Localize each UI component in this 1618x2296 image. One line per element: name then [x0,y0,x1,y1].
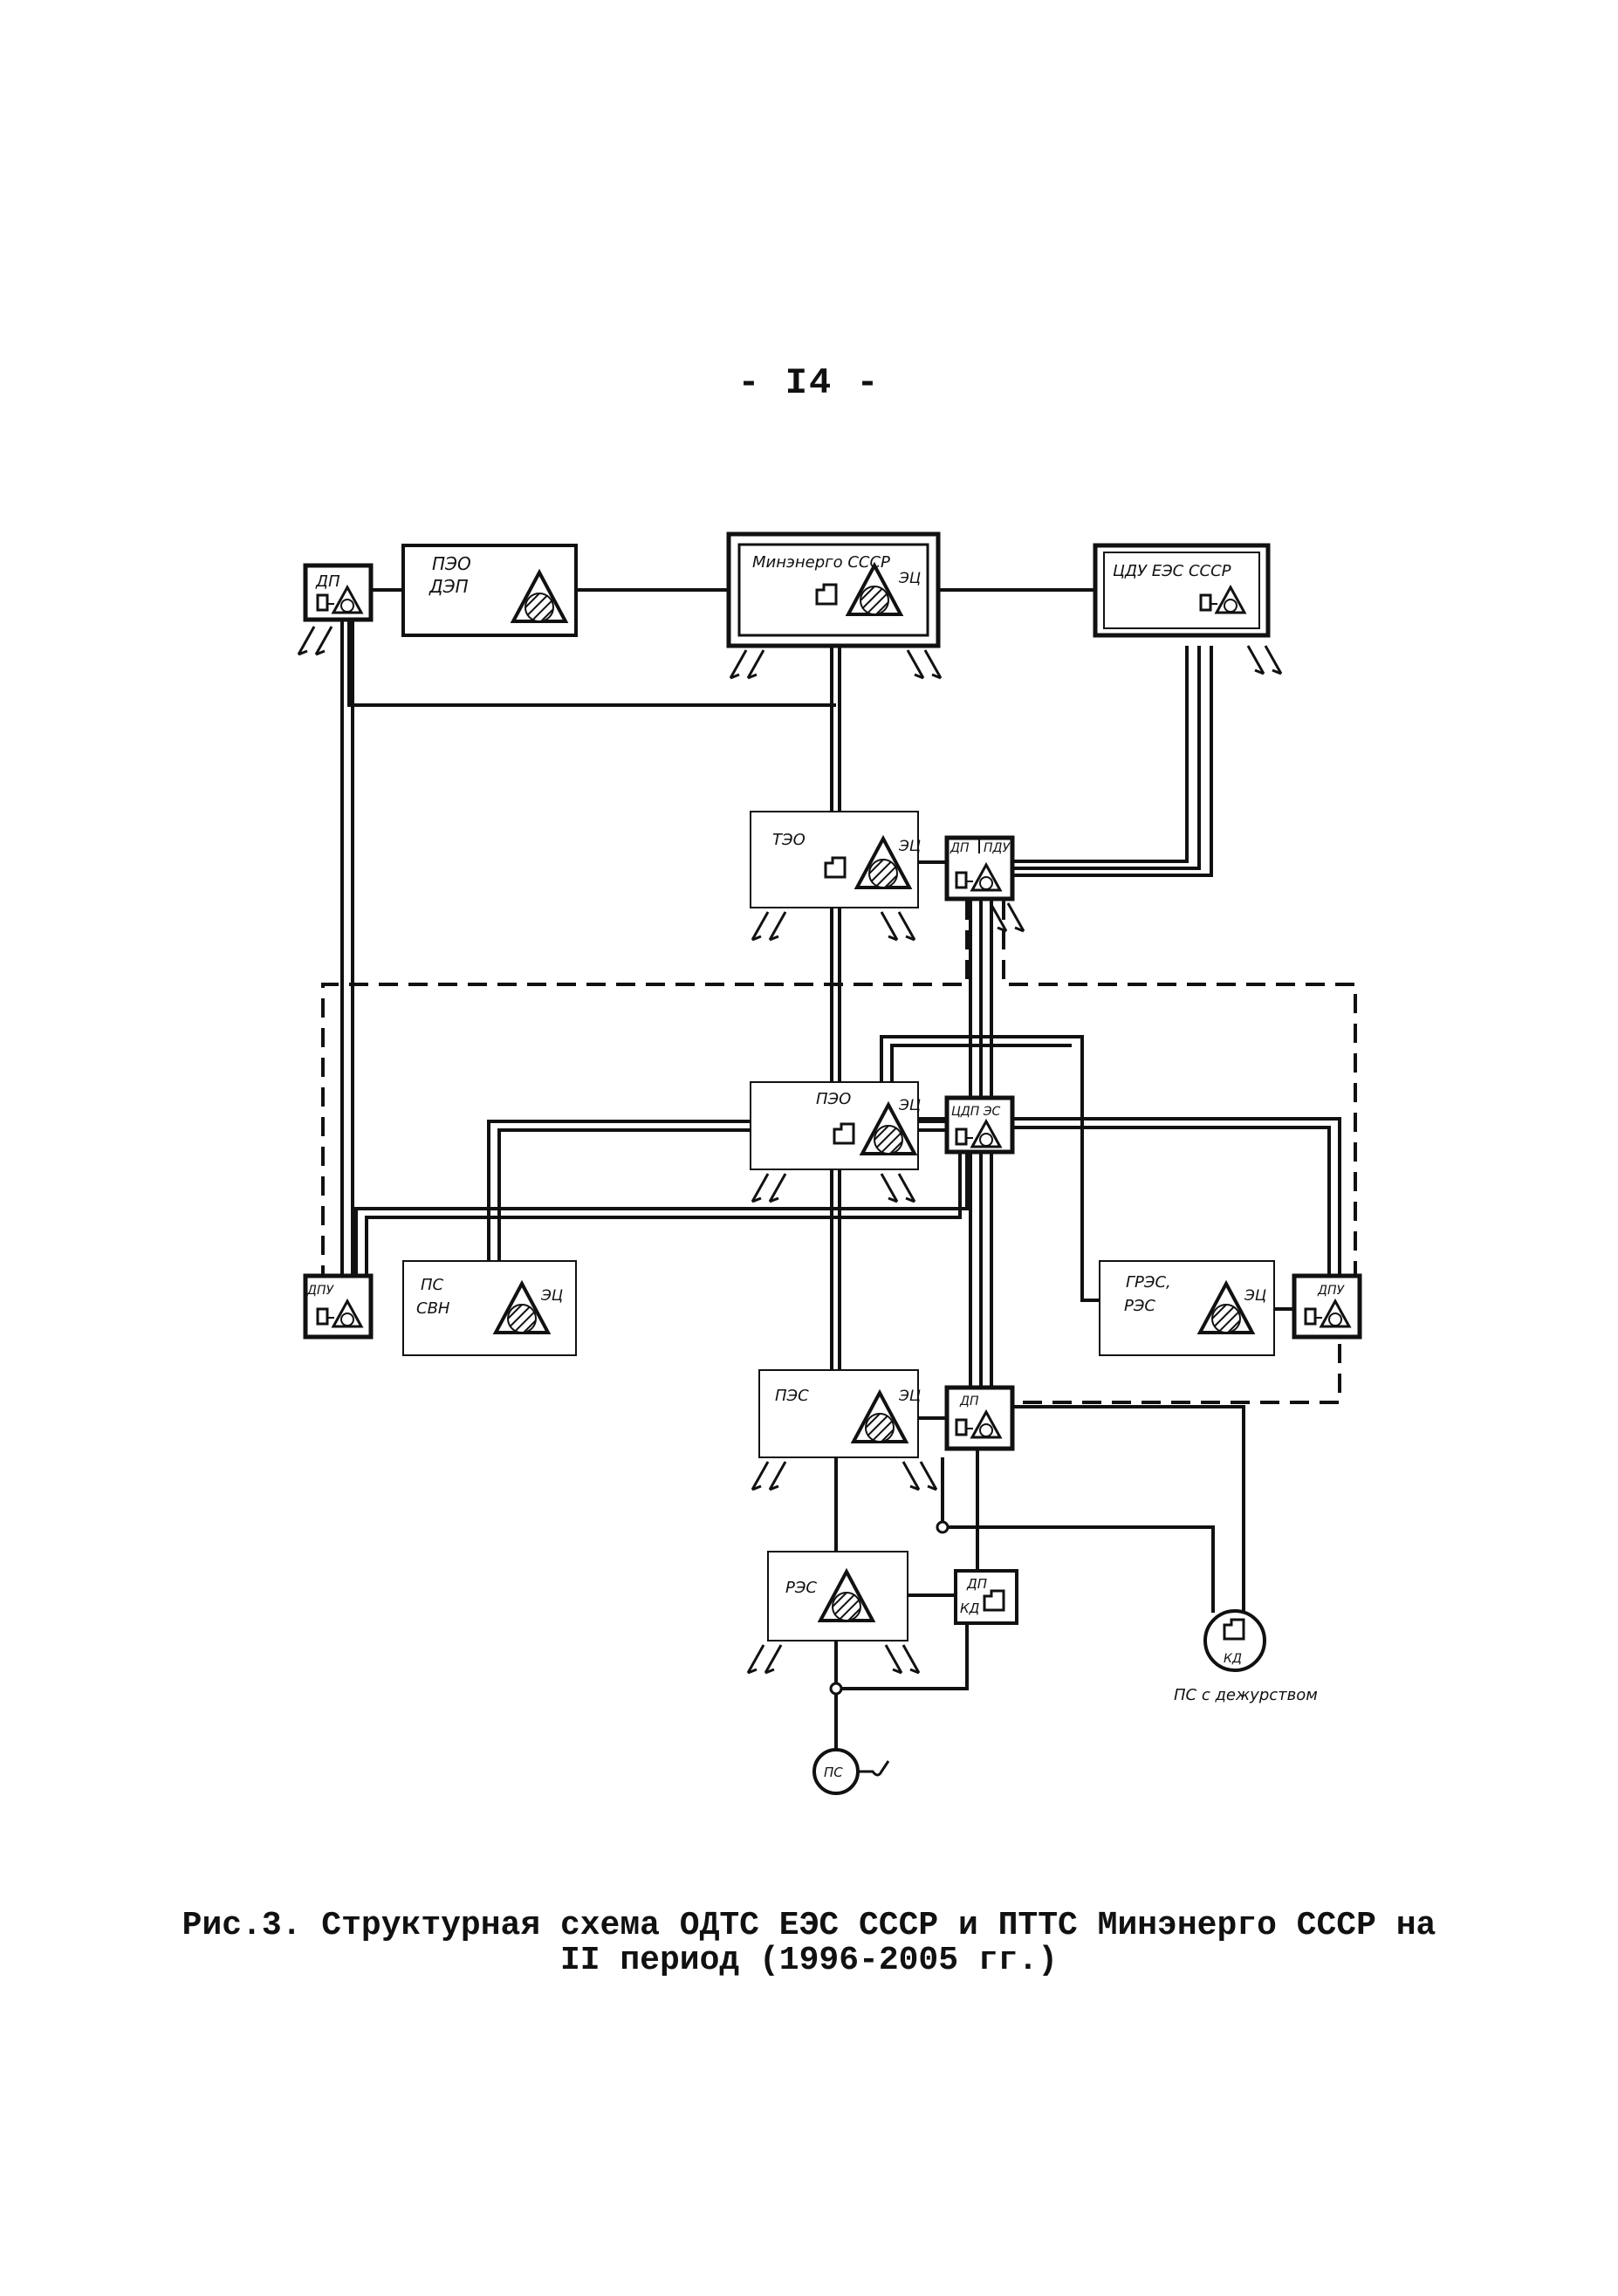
kd-circle-node: КД [1203,1609,1266,1672]
figure-caption-line2: II период (1996-2005 гг.) [559,1942,1059,1979]
box-peo: ПЭО ЭЦ [750,1081,921,1203]
box-pes: ПЭС ЭЦ [751,1369,938,1491]
dp-kd-line1: ДП [966,1576,987,1592]
kd-label: КД [1224,1652,1242,1666]
dpu-left-label: ДПУ [306,1284,334,1298]
minenergo-ec: ЭЦ [898,570,921,587]
box-minenergo: Минэнерго СССР ЭЦ [726,531,943,680]
gres-ec: ЭЦ [1244,1287,1266,1305]
box-ps-svn: ПС СВН ЭЦ [402,1260,577,1356]
cdp-es-label: ЦДП ЭС [951,1105,1001,1119]
dp-pdu-right: ПДУ [984,841,1011,855]
peo-dep-line2: ДЭП [428,576,469,597]
dp-node-top-left: ДП [297,563,374,656]
connection-lines [340,588,1341,1752]
cdp-es-node: ЦДП ЭС [944,1095,1015,1155]
dpu-right-node: ДПУ [1292,1273,1362,1340]
res-label: РЭС [785,1579,817,1597]
teo-ec: ЭЦ [898,838,921,855]
ps-svn-ec: ЭЦ [540,1287,563,1305]
cdu-label: ЦДУ ЕЭС СССР [1113,562,1231,580]
figure-caption-line1: Рис.3. Структурная схема ОДТС ЕЭС СССР и… [182,1907,1436,1944]
ps-svn-line1: ПС [421,1276,444,1294]
pes-ec: ЭЦ [898,1388,921,1405]
ps-circle-node: ПС [812,1748,890,1795]
dp-pdu-left: ДП [950,841,970,855]
peo-ec: ЭЦ [898,1097,921,1114]
dpu-right-label: ДПУ [1317,1284,1345,1298]
dpu-left-node: ДПУ [303,1273,374,1340]
dashed-lines [321,901,1357,1404]
dp-top-left-label: ДП [315,572,340,591]
peo-label: ПЭО [816,1090,851,1108]
junction-dot [936,1520,950,1534]
minenergo-label: Минэнерго СССР [752,553,890,572]
page-number: - I4 - [737,362,881,404]
line-dp-to-trunk [347,621,836,707]
ps-label: ПС [824,1765,843,1780]
gres-line2: РЭС [1124,1297,1155,1315]
box-gres: ГРЭС, РЭС ЭЦ [1099,1260,1275,1356]
box-teo: ТЭО ЭЦ [750,811,921,942]
box-cdu: ЦДУ ЕЭС СССР [1093,543,1283,675]
dp-kd-node: ДП КД [954,1569,1018,1625]
teo-label: ТЭО [772,831,806,849]
pes-label: ПЭС [775,1387,809,1405]
dp-kd-line2: КД [960,1600,980,1616]
dp-pes-node: ДП [944,1385,1015,1451]
ps-svn-line2: СВН [416,1299,450,1318]
peo-dep-line1: ПЭО [432,553,471,574]
dp-pdu-node: ДП ПДУ [944,835,1025,933]
gres-line1: ГРЭС, [1126,1273,1171,1292]
junction-dot [829,1682,843,1696]
dp-pes-label: ДП [959,1395,979,1408]
ps-duty-label: ПС с дежурством [1174,1686,1318,1704]
box-res: РЭС [746,1551,921,1675]
box-peo-dep: ПЭО ДЭП [401,544,578,637]
